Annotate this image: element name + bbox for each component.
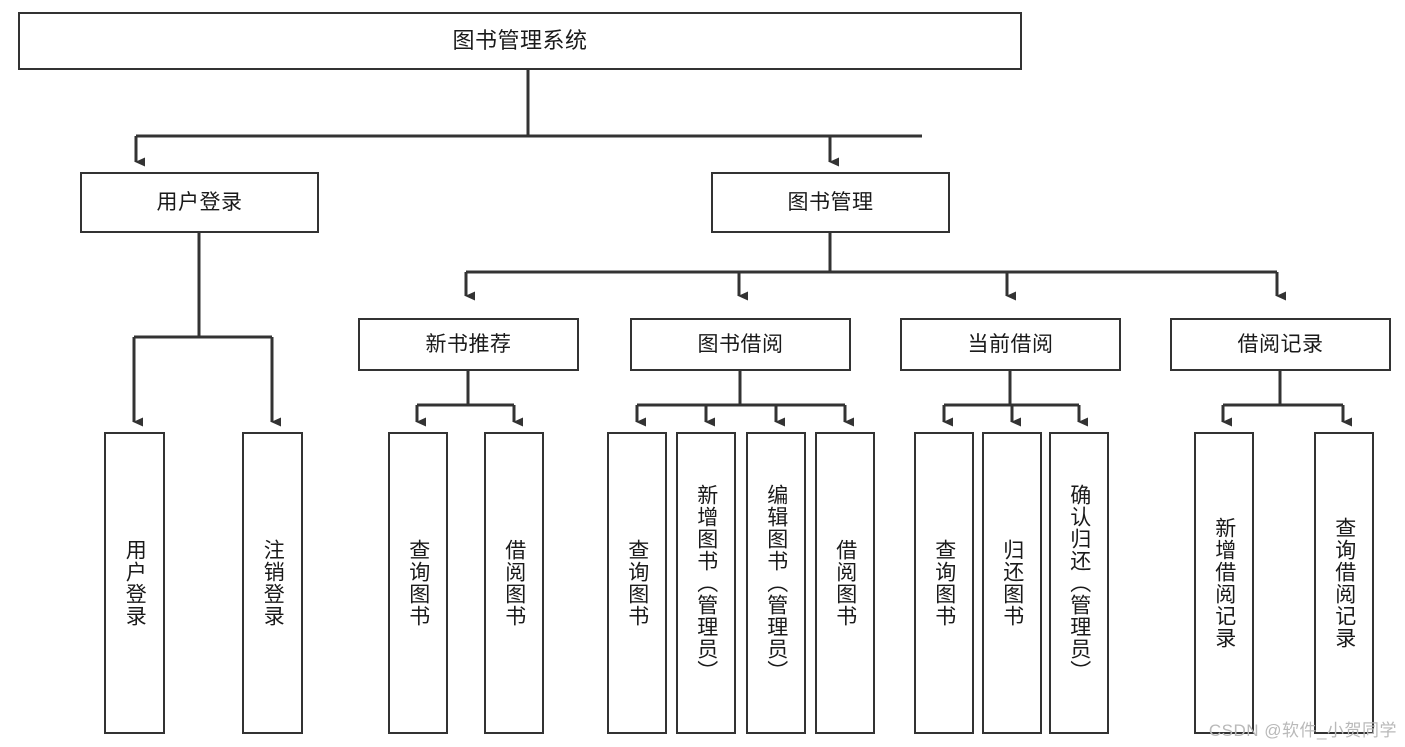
- node-leaf-logout-login-label: 注销登录: [261, 539, 285, 627]
- node-leaf-query-book-2[interactable]: 查询图书: [607, 432, 667, 734]
- node-leaf-query-book-2-label: 查询图书: [625, 539, 649, 627]
- node-book-management[interactable]: 图书管理: [711, 172, 950, 233]
- node-leaf-borrow-book-2-label: 借阅图书: [833, 539, 857, 627]
- node-root[interactable]: 图书管理系统: [18, 12, 1022, 70]
- node-current-borrow-label: 当前借阅: [967, 333, 1054, 356]
- node-leaf-return-book-label: 归还图书: [1000, 539, 1024, 627]
- watermark-text: CSDN @软件_小贺同学: [1208, 721, 1397, 740]
- node-leaf-user-login[interactable]: 用户登录: [104, 432, 165, 734]
- node-root-label: 图书管理系统: [452, 28, 588, 53]
- node-borrow-record-label: 借阅记录: [1237, 333, 1324, 356]
- node-book-borrow[interactable]: 图书借阅: [630, 318, 851, 371]
- node-leaf-borrow-book-1-label: 借阅图书: [502, 539, 526, 627]
- node-leaf-query-record[interactable]: 查询借阅记录: [1314, 432, 1374, 734]
- node-leaf-edit-book[interactable]: 编辑图书（管理员）: [746, 432, 806, 734]
- node-leaf-edit-book-label: 编辑图书（管理员）: [764, 484, 788, 682]
- node-leaf-query-book-3[interactable]: 查询图书: [914, 432, 974, 734]
- node-new-book-recommend[interactable]: 新书推荐: [358, 318, 579, 371]
- node-leaf-user-login-label: 用户登录: [123, 539, 147, 627]
- node-user-login-label: 用户登录: [156, 191, 243, 214]
- node-leaf-query-record-label: 查询借阅记录: [1332, 517, 1356, 649]
- node-leaf-logout-login[interactable]: 注销登录: [242, 432, 303, 734]
- node-book-borrow-label: 图书借阅: [697, 333, 784, 356]
- node-user-login[interactable]: 用户登录: [80, 172, 319, 233]
- node-book-management-label: 图书管理: [787, 191, 874, 214]
- node-leaf-confirm-return-label: 确认归还（管理员）: [1067, 484, 1091, 682]
- node-leaf-add-record-label: 新增借阅记录: [1212, 517, 1236, 649]
- node-leaf-confirm-return[interactable]: 确认归还（管理员）: [1049, 432, 1109, 734]
- node-leaf-add-book-label: 新增图书（管理员）: [694, 484, 718, 682]
- node-leaf-query-book-3-label: 查询图书: [932, 539, 956, 627]
- node-borrow-record[interactable]: 借阅记录: [1170, 318, 1391, 371]
- node-leaf-query-book-1[interactable]: 查询图书: [388, 432, 448, 734]
- node-leaf-return-book[interactable]: 归还图书: [982, 432, 1042, 734]
- node-leaf-add-record[interactable]: 新增借阅记录: [1194, 432, 1254, 734]
- node-leaf-borrow-book-1[interactable]: 借阅图书: [484, 432, 544, 734]
- node-current-borrow[interactable]: 当前借阅: [900, 318, 1121, 371]
- node-new-book-recommend-label: 新书推荐: [425, 333, 512, 356]
- node-leaf-borrow-book-2[interactable]: 借阅图书: [815, 432, 875, 734]
- node-leaf-add-book[interactable]: 新增图书（管理员）: [676, 432, 736, 734]
- node-leaf-query-book-1-label: 查询图书: [406, 539, 430, 627]
